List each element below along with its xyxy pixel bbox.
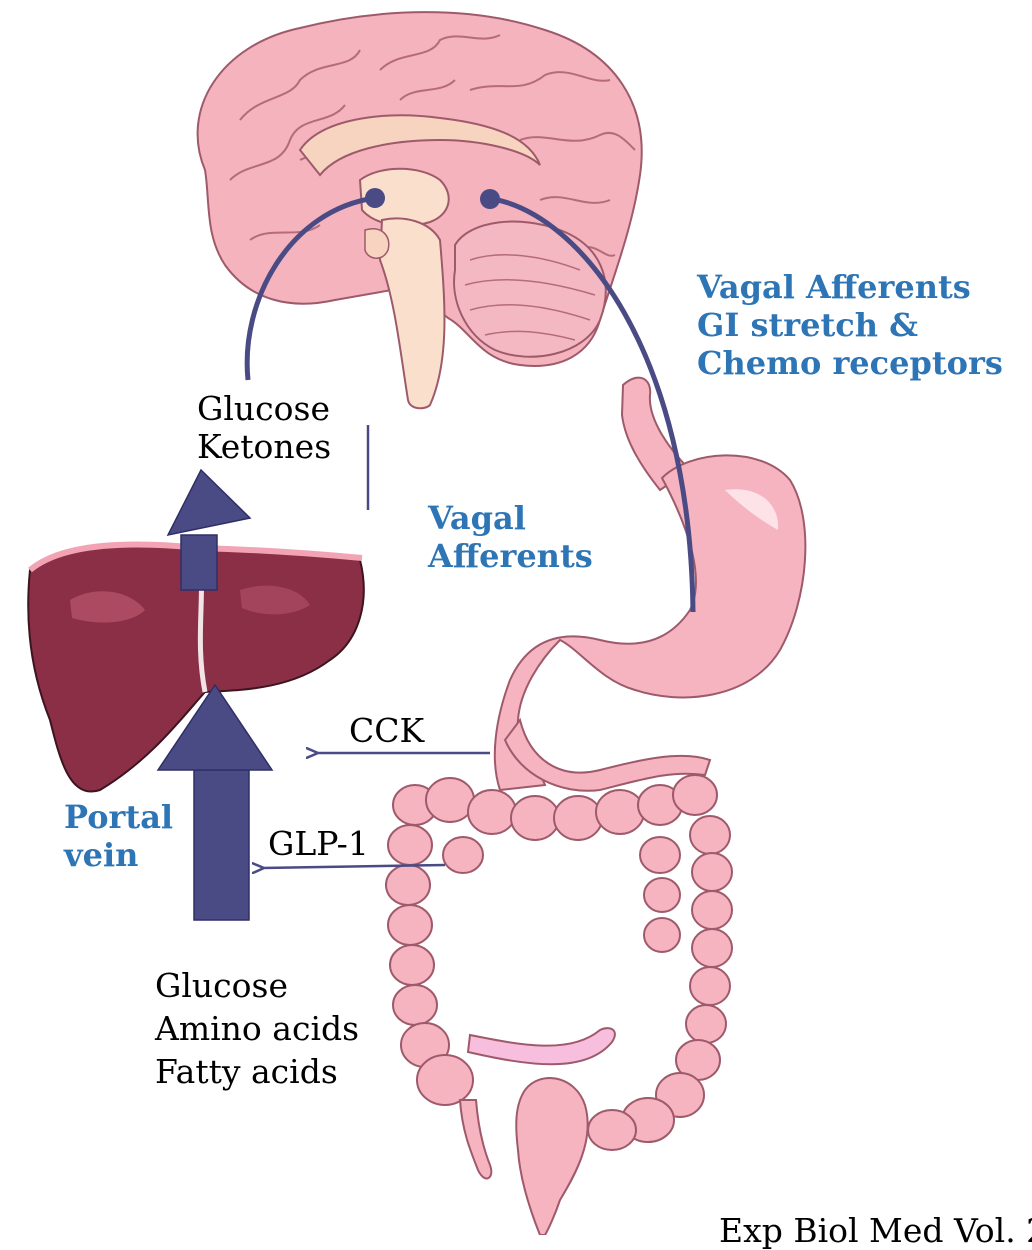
small-intestine-segment xyxy=(468,1028,615,1064)
gi-stretch-text: GI stretch & xyxy=(697,306,1003,344)
vagal-afferents-top-label: Vagal Afferents GI stretch & Chemo recep… xyxy=(697,268,1003,382)
vagal-afferents-mid-label: Vagal Afferents xyxy=(428,499,593,575)
citation-text: Exp Biol Med Vol. 2 xyxy=(719,1212,1032,1250)
liver-outputs-label: Glucose Ketones xyxy=(197,390,331,466)
portal-text: Portal xyxy=(64,798,173,836)
inner-colon xyxy=(443,837,680,952)
vagal-node-right xyxy=(480,189,500,209)
nutrient-glucose: Glucose xyxy=(155,964,359,1007)
brainstem xyxy=(380,218,444,408)
appendix xyxy=(460,1100,491,1178)
nutrient-fatty-acids: Fatty acids xyxy=(155,1050,359,1093)
intestine-illustration xyxy=(386,775,732,1235)
glp1-label: GLP-1 xyxy=(268,825,369,863)
liver-output-ketones: Ketones xyxy=(197,428,331,466)
absorbed-nutrients-label: Glucose Amino acids Fatty acids xyxy=(155,964,359,1093)
portal-vein-label: Portal vein xyxy=(64,798,173,874)
vagal-text: Vagal xyxy=(428,499,593,537)
chemo-receptors-text: Chemo receptors xyxy=(697,344,1003,382)
brain-illustration xyxy=(198,12,642,408)
cck-label: CCK xyxy=(349,712,424,750)
ascending-colon xyxy=(386,785,473,1105)
vagal-node-left xyxy=(365,188,385,208)
cerebellum xyxy=(454,222,606,357)
liver-output-glucose: Glucose xyxy=(197,390,331,428)
vagal-afferents-title: Vagal Afferents xyxy=(697,268,1003,306)
stomach-illustration xyxy=(495,378,806,791)
pituitary xyxy=(365,229,389,259)
nutrient-amino-acids: Amino acids xyxy=(155,1007,359,1050)
vein-text: vein xyxy=(64,836,173,874)
afferents-text: Afferents xyxy=(428,537,593,575)
rectum xyxy=(516,1078,587,1235)
